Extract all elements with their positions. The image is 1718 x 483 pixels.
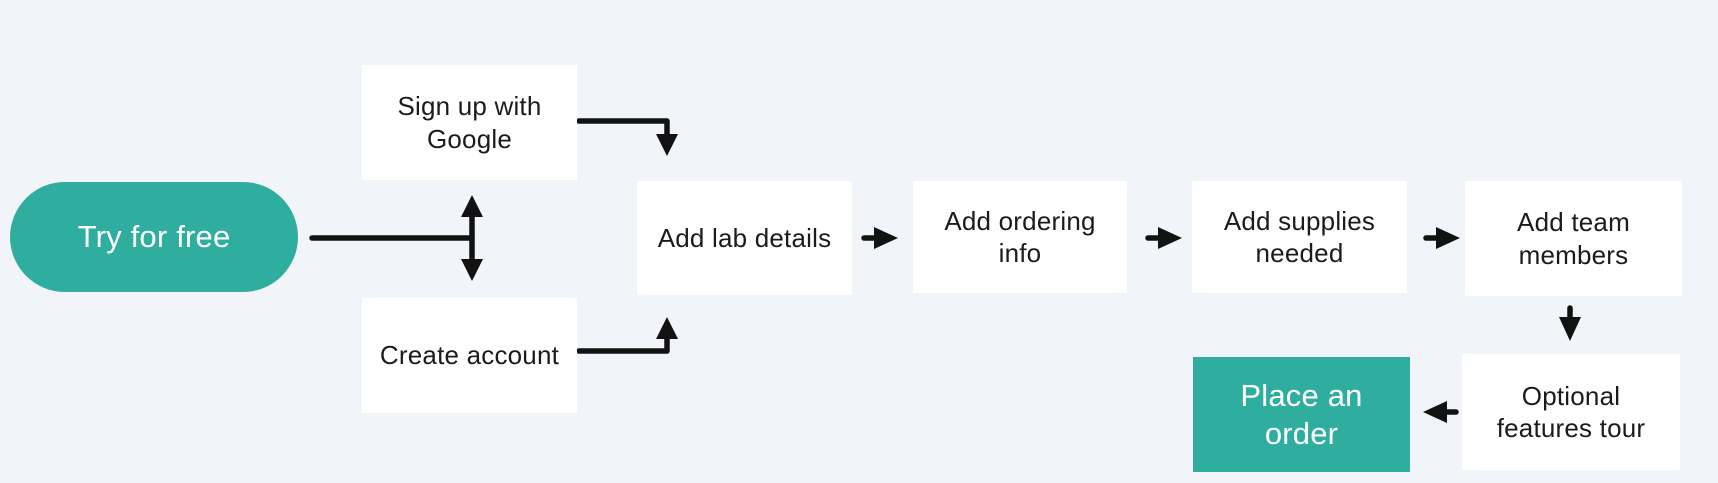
connector-orderinginfo-to-supplies: [1145, 227, 1182, 249]
arrowhead-up-icon: [461, 195, 483, 217]
connector-createaccount-to-labdetails: [576, 317, 678, 354]
arrowhead-down-icon: [461, 259, 483, 281]
node-label: Add team members: [1517, 207, 1630, 270]
arrowhead-right-icon: [1436, 227, 1460, 249]
arrowhead-down-icon: [1559, 317, 1581, 341]
node-sign-up-with-google: Sign up with Google: [362, 65, 577, 180]
connector-teammembers-to-tour: [1559, 305, 1581, 341]
connector-supplies-to-teammembers: [1423, 227, 1460, 249]
arrowhead-right-icon: [1158, 227, 1182, 249]
node-label: Add supplies needed: [1223, 205, 1376, 269]
connector-tour-to-placeorder: [1423, 401, 1459, 423]
arrowhead-right-icon: [874, 227, 898, 249]
node-place-an-order: Place an order: [1193, 357, 1410, 472]
arrowhead-up-icon: [656, 317, 678, 339]
node-optional-features-tour: Optional features tour: [1462, 354, 1680, 470]
node-label: Try for free: [77, 219, 231, 255]
arrowhead-left-icon: [1423, 401, 1447, 423]
node-label: Add ordering info: [944, 205, 1096, 269]
node-label: Place an order: [1240, 378, 1363, 451]
node-add-supplies-needed: Add supplies needed: [1192, 181, 1407, 293]
node-try-for-free: Try for free: [10, 182, 298, 292]
node-add-ordering-info: Add ordering info: [913, 181, 1127, 293]
node-add-team-members: Add team members: [1465, 181, 1682, 296]
arrowhead-down-icon: [656, 134, 678, 156]
node-add-lab-details: Add lab details: [637, 181, 852, 295]
node-label: Create account: [379, 340, 560, 371]
node-create-account: Create account: [362, 298, 577, 413]
connector-tryfree-branch: [309, 195, 483, 281]
connector-signup-to-labdetails: [576, 118, 678, 156]
connector-labdetails-to-orderinginfo: [861, 227, 898, 249]
node-label: Sign up with Google: [397, 91, 542, 154]
node-label: Optional features tour: [1496, 380, 1646, 444]
node-label: Add lab details: [657, 222, 832, 253]
